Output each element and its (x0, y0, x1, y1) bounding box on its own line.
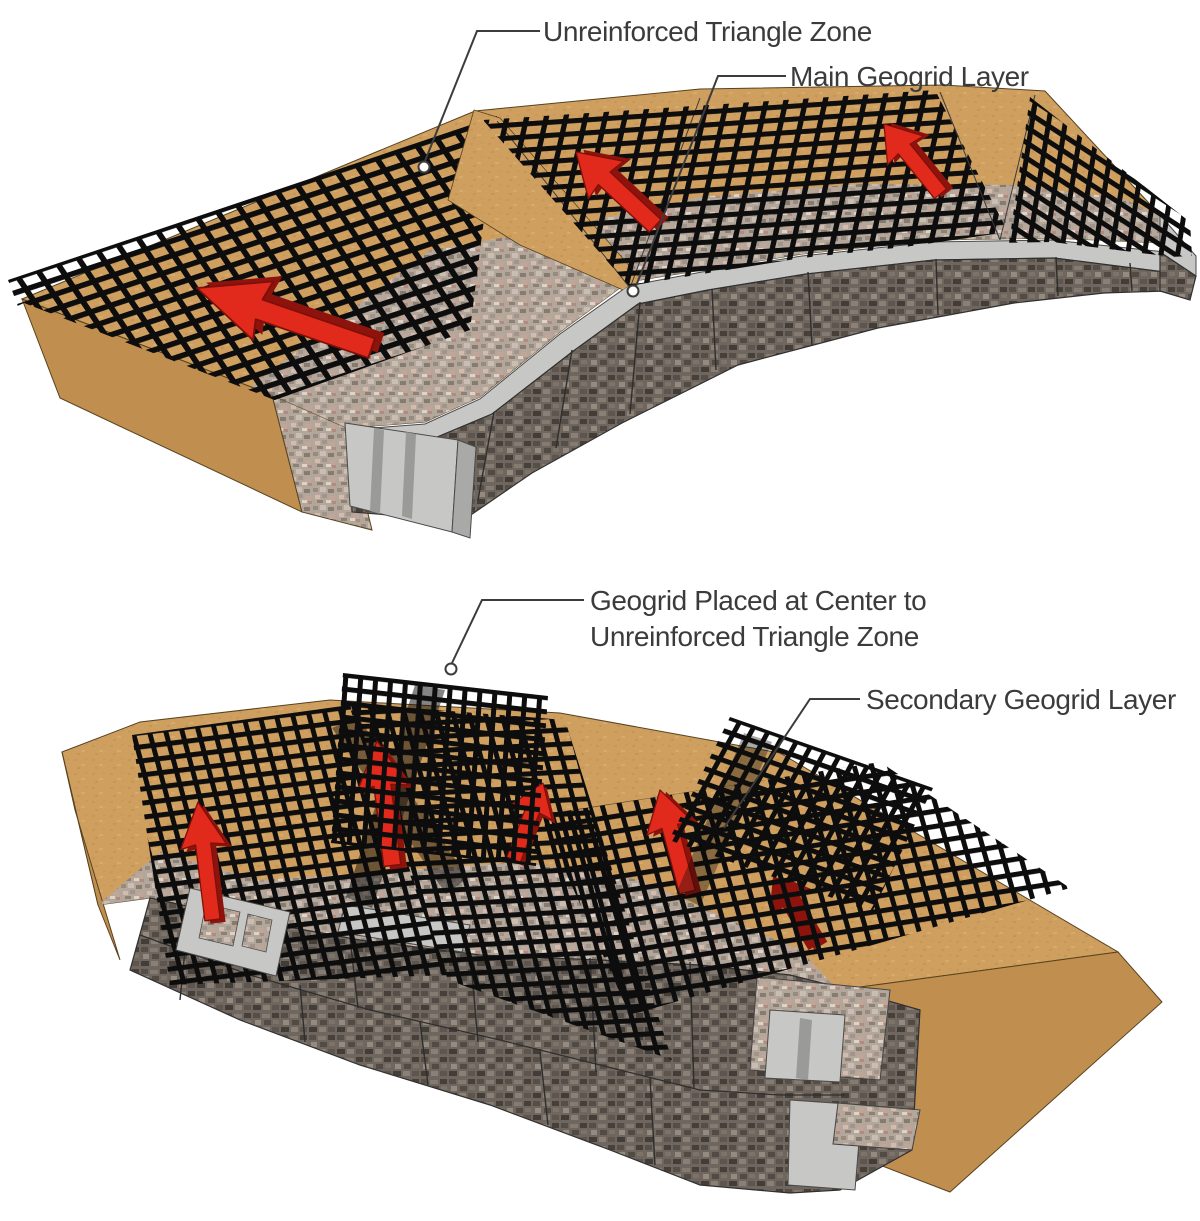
geogrid-panel-main-right (1006, 97, 1192, 264)
leader-endpoint-geogrid-center (444, 662, 458, 676)
bottom-wall-end-core (749, 976, 891, 1083)
label-unreinforced-triangle-zone: Unreinforced Triangle Zone (543, 16, 872, 47)
leader-endpoint-main-geogrid (626, 284, 640, 298)
bottom-figure: Geogrid Placed at Center to Unreinforced… (61, 585, 1176, 1194)
top-figure: Unreinforced Triangle Zone Main Geogrid … (8, 16, 1197, 539)
leader-endpoint-unreinforced (417, 160, 431, 174)
leader-secondary-geogrid (723, 698, 860, 829)
label-geogrid-center-line2: Unreinforced Triangle Zone (590, 621, 919, 652)
leader-unreinforced-triangle-zone (424, 30, 540, 162)
bottom-soil-cut-face-left (61, 751, 121, 961)
leader-geogrid-center (451, 599, 584, 664)
geogrid-panel-main-center (483, 90, 1008, 287)
geogrid-panel-secondary (669, 717, 933, 912)
bottom-wall-end-lower (787, 1099, 921, 1191)
top-wall-block-joints (477, 256, 1133, 501)
leader-main-geogrid-layer (635, 75, 786, 287)
top-wall-end-block (1159, 250, 1197, 301)
label-main-geogrid-layer: Main Geogrid Layer (790, 61, 1029, 92)
label-geogrid-center-line1: Geogrid Placed at Center to (590, 585, 926, 616)
label-secondary-geogrid-layer: Secondary Geogrid Layer (866, 684, 1176, 715)
geogrid-panel-center-patch (331, 673, 548, 866)
top-terminal-block (344, 422, 477, 539)
